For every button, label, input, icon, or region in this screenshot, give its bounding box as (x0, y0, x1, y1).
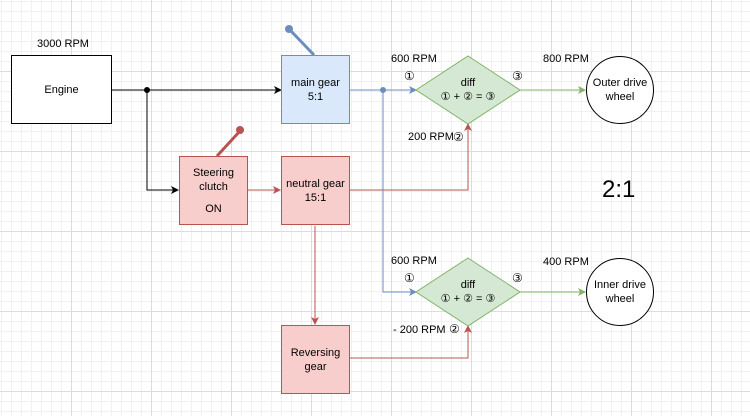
main-gear-block[interactable]: main gear 5:1 (281, 55, 350, 124)
diff-top-text[interactable]: diff ① + ② = ③ (428, 76, 508, 104)
steering-clutch-line2: clutch (199, 180, 228, 193)
clutch-lever-knob (236, 126, 244, 134)
neutral-gear-ratio: 15:1 (304, 191, 327, 204)
engine-block[interactable]: Engine (11, 55, 112, 124)
main-gear-lever-knob (285, 25, 293, 33)
main-gear-ratio: 5:1 (307, 90, 324, 103)
clutch-lever (215, 129, 242, 158)
diff-top-input1-rpm: 600 RPM (391, 53, 437, 65)
diff-top-marker2: ② (453, 130, 464, 144)
inner-wheel-line2: wheel (605, 293, 635, 305)
steering-clutch-state: ON (205, 202, 222, 215)
diff-bottom-text[interactable]: diff ① + ② = ③ (428, 278, 508, 306)
diff-top-marker3: ③ (512, 69, 523, 83)
reversing-gear-line2: gear (304, 360, 327, 373)
diff-bottom-marker2: ② (449, 322, 460, 336)
diff-top-title: diff (460, 77, 476, 89)
steering-clutch-block[interactable]: Steering clutch ON (179, 156, 248, 225)
diff-top-marker1: ① (404, 69, 415, 83)
edge-reversing-bottom-diff (350, 325, 472, 359)
reversing-gear-block[interactable]: Reversing gear (281, 325, 350, 394)
diff-top-formula: ① + ② = ③ (440, 91, 496, 103)
diff-bottom-input1-rpm: 600 RPM (391, 255, 437, 267)
neutral-gear-name: neutral gear (286, 177, 345, 190)
edge-neutral-top-diff (350, 123, 472, 191)
outer-wheel-line1: Outer drive (592, 77, 648, 89)
diff-bottom-formula: ① + ② = ③ (440, 293, 496, 305)
main-gear-name: main gear (291, 76, 340, 89)
outer-wheel-line2: wheel (605, 91, 635, 103)
steering-clutch-line1: Steering (193, 166, 234, 179)
main-gear-lever (288, 28, 316, 57)
diff-top-shape (415, 55, 521, 125)
diff-top-input2-rpm: 200 RPM (408, 131, 454, 143)
engine-rpm-label: 3000 RPM (37, 38, 89, 50)
inner-drive-wheel[interactable]: Inner drive wheel (586, 258, 654, 326)
edge-main-bottom-diff (382, 90, 417, 296)
diff-bottom-title: diff (460, 279, 476, 291)
inner-wheel-line1: Inner drive (594, 279, 646, 291)
edge-engine-steering-clutch (146, 90, 179, 194)
diff-top-output-rpm: 800 RPM (543, 53, 589, 65)
diff-bottom-shape (415, 257, 521, 327)
outer-drive-wheel[interactable]: Outer drive wheel (586, 56, 654, 124)
diff-bottom-marker3: ③ (512, 271, 523, 285)
diff-bottom-output-rpm: 400 RPM (543, 256, 589, 268)
diff-bottom-marker1: ① (404, 271, 415, 285)
engine-label: Engine (44, 83, 79, 96)
diff-bottom-input2-rpm: - 200 RPM (393, 324, 446, 336)
turn-ratio-label: 2:1 (602, 176, 636, 203)
neutral-gear-block[interactable]: neutral gear 15:1 (281, 156, 350, 225)
reversing-gear-line1: Reversing (290, 346, 341, 359)
